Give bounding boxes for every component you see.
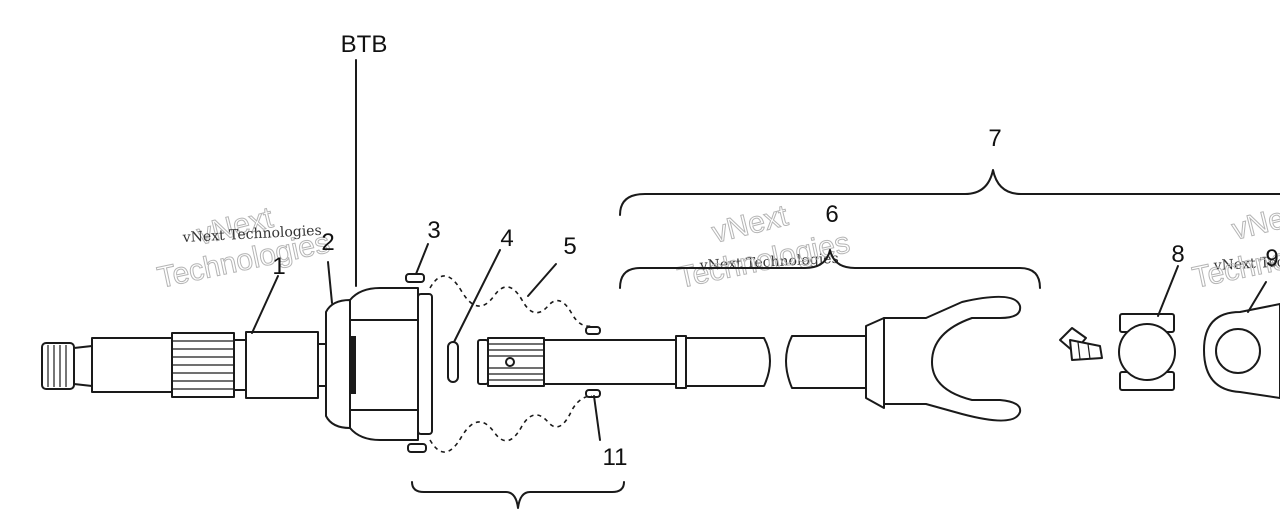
bracket-bottom [411,481,625,509]
bracket-6 [619,249,1041,289]
label-2: 2 [321,229,334,256]
bracket-7 [619,169,1280,216]
watermark-text: vNext Technologies [1212,251,1280,274]
slip-yoke-shaft-part [477,295,1022,422]
label-3: 3 [427,217,440,244]
watermark-1: vNext vNext Technologies Technologies [154,201,333,296]
stub-shaft-part [41,331,327,399]
flexible-boot-part [429,275,593,453]
label-7: 7 [988,125,1001,152]
label-4: 4 [500,225,513,252]
label-9: 9 [1265,245,1278,272]
cv-joint-housing-part [325,287,433,441]
watermark-text: vNext Technologies [181,223,322,246]
label-8: 8 [1171,241,1184,268]
boot-clamp-part [405,273,601,453]
label-1: 1 [272,253,285,280]
label-6: 6 [825,201,838,228]
label-btb: BTB [341,31,388,58]
universal-joint-part [1059,313,1176,391]
yoke-flange-part [1203,303,1280,399]
label-5: 5 [563,233,576,260]
watermark-outline-top: vNext [1229,196,1280,247]
snap-ring-part [447,341,459,383]
label-11: 11 [603,444,628,471]
leader-lines [251,59,1267,441]
